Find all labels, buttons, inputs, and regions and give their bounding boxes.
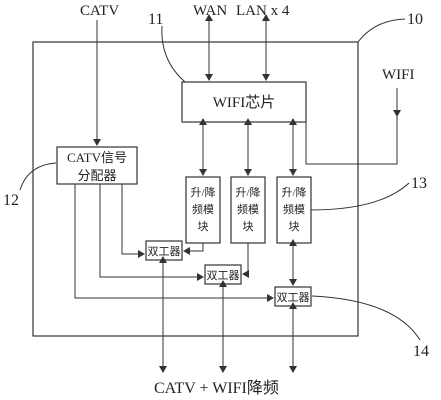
converter-module-1: 升/降 频模 块 bbox=[185, 176, 221, 244]
callout-11: 11 bbox=[148, 11, 163, 28]
catv-input-label: CATV bbox=[80, 3, 119, 19]
converter-3-line1: 升/降 bbox=[281, 185, 306, 199]
leader-13 bbox=[309, 182, 410, 211]
leader-10 bbox=[357, 18, 406, 43]
callout-13: 13 bbox=[411, 175, 427, 192]
leader-12 bbox=[19, 162, 57, 191]
diplexer-1: 双工器 bbox=[145, 240, 183, 261]
converter-1-line1: 升/降 bbox=[190, 185, 215, 199]
wifi-antenna-wire bbox=[305, 116, 398, 165]
converter-2-line3: 块 bbox=[243, 220, 254, 233]
lan-label: LAN x 4 bbox=[236, 3, 290, 19]
converter-1-diplexer-link bbox=[183, 243, 204, 255]
catv-splitter-box bbox=[56, 146, 138, 185]
bottom-output-label: CATV + WIFI降频 bbox=[154, 379, 279, 397]
converter-2-line1: 升/降 bbox=[235, 185, 260, 199]
diplexer-2: 双工器 bbox=[204, 264, 242, 285]
converter-1-line3: 块 bbox=[198, 220, 209, 233]
wan-label: WAN bbox=[193, 3, 227, 19]
diplexer-2-label: 双工器 bbox=[207, 269, 240, 282]
diplexer-3-label: 双工器 bbox=[277, 291, 310, 304]
callout-12: 12 bbox=[3, 192, 19, 209]
converter-module-3: 升/降 频模 块 bbox=[276, 176, 312, 244]
wifi-input-label: WIFI bbox=[382, 67, 415, 83]
diplexer-3: 双工器 bbox=[274, 286, 312, 307]
device-frame bbox=[32, 41, 359, 337]
converter-2-diplexer-link bbox=[242, 243, 249, 278]
leader-14 bbox=[311, 295, 421, 341]
converter-1-line2: 频模 bbox=[192, 202, 214, 216]
diplexer-1-label: 双工器 bbox=[148, 245, 181, 258]
converter-3-line3: 块 bbox=[289, 220, 300, 233]
catv-splitter-line2: 分配器 bbox=[77, 168, 116, 183]
wifi-chip-label: WIFI芯片 bbox=[213, 94, 276, 111]
converter-3-line2: 频模 bbox=[283, 202, 305, 216]
catv-splitter-line1: CATV信号 bbox=[67, 150, 127, 165]
splitter-feed-1 bbox=[121, 184, 145, 258]
callout-10: 10 bbox=[407, 11, 423, 28]
splitter-feed-3 bbox=[74, 184, 274, 302]
splitter-feed-2 bbox=[99, 184, 204, 281]
converter-module-2: 升/降 频模 块 bbox=[230, 176, 266, 244]
callout-14: 14 bbox=[413, 343, 429, 360]
leader-11 bbox=[161, 25, 186, 83]
converter-2-line2: 频模 bbox=[237, 202, 259, 216]
